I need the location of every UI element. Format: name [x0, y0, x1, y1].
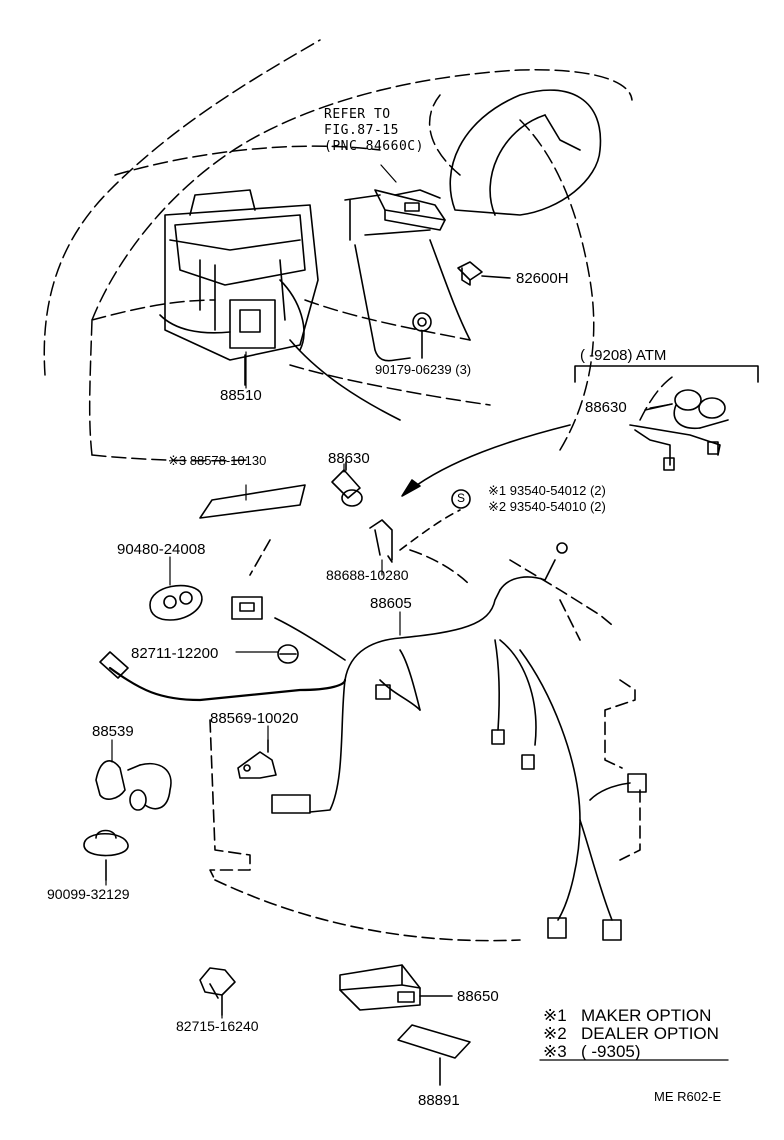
clip-82715 — [199, 967, 236, 1016]
dashboard-outline — [43, 39, 676, 462]
legend-text: ( -9305) — [581, 1042, 641, 1061]
part-label-88510: 88510 — [220, 387, 262, 404]
legend-text: MAKER OPTION — [581, 1006, 712, 1025]
atm-bracket — [574, 365, 759, 383]
pointer-arrow — [401, 424, 571, 497]
drawing-code: ME R602-E — [654, 1089, 722, 1104]
legend-item-dealer: ※2 DEALER OPTION — [543, 1025, 719, 1042]
part-label-82715: 82715-16240 — [176, 1018, 259, 1034]
part-label-88569: 88569-10020 — [210, 710, 299, 727]
sensor-88630-mid — [331, 461, 363, 507]
part-label-88891: 88891 — [418, 1092, 460, 1109]
part-label-88650: 88650 — [457, 988, 499, 1005]
part-label-88630-upper: 88630 — [585, 399, 627, 416]
legend-mark: ※3 — [543, 1042, 567, 1061]
part-label-90099: 90099-32129 — [47, 886, 130, 902]
pad-88891 — [397, 1024, 471, 1086]
part-label-88688: 88688-10280 — [326, 567, 409, 583]
legend-item-period: ※3 ( -9305) — [543, 1043, 641, 1060]
part-label-90480: 90480-24008 — [117, 541, 206, 558]
s-circle — [451, 489, 471, 509]
fuse-82600h — [457, 261, 511, 286]
sensor-plug-left — [99, 651, 129, 679]
reference-line-1: REFER TO — [324, 107, 391, 122]
part-label-93540-2: ※2 93540-54010 (2) — [488, 499, 606, 514]
part-label-90179: 90179-06239 (3) — [375, 362, 472, 377]
clip-88569 — [237, 739, 277, 779]
pad-88578 — [199, 484, 306, 519]
hose-88539 — [95, 760, 172, 811]
part-label-93540-1: ※1 93540-54012 (2) — [488, 483, 606, 498]
reference-line-2: FIG.87-15 — [324, 123, 399, 138]
meter-hood — [449, 89, 602, 216]
legend-text: DEALER OPTION — [581, 1024, 719, 1043]
leader-lines — [105, 164, 673, 1019]
legend-mark: ※2 — [543, 1024, 567, 1043]
clip-88688 — [369, 519, 393, 563]
sensor-88630-upper — [629, 389, 729, 471]
part-label-88578: ※3 88578-10130 — [168, 453, 267, 468]
relay-84660c — [374, 189, 446, 231]
screw-93540 — [399, 509, 461, 551]
nut-90179 — [412, 312, 432, 359]
legend-item-maker: ※1 MAKER OPTION — [543, 1007, 711, 1024]
wire-harness-88605 — [108, 542, 647, 941]
part-label-82600h: 82600H — [516, 270, 569, 287]
bracket-frame — [344, 194, 471, 362]
part-label-88539: 88539 — [92, 723, 134, 740]
harness-outline — [209, 539, 641, 942]
part-label-88630-mid: 88630 — [328, 450, 370, 467]
part-label-atm-range: ( -9208) ATM — [580, 347, 667, 364]
grommet-90099 — [83, 829, 129, 881]
controller-88650 — [339, 964, 453, 1011]
s-mark: S — [456, 491, 465, 505]
part-label-88605: 88605 — [370, 595, 412, 612]
part-label-82711: 82711-12200 — [131, 645, 219, 662]
legend-mark: ※1 — [543, 1006, 567, 1025]
clamp-82711 — [277, 644, 299, 664]
heater-unit-88510 — [159, 189, 401, 421]
reference-line-3: (PNC 84660C) — [324, 139, 424, 154]
grommet-90480 — [149, 584, 203, 621]
